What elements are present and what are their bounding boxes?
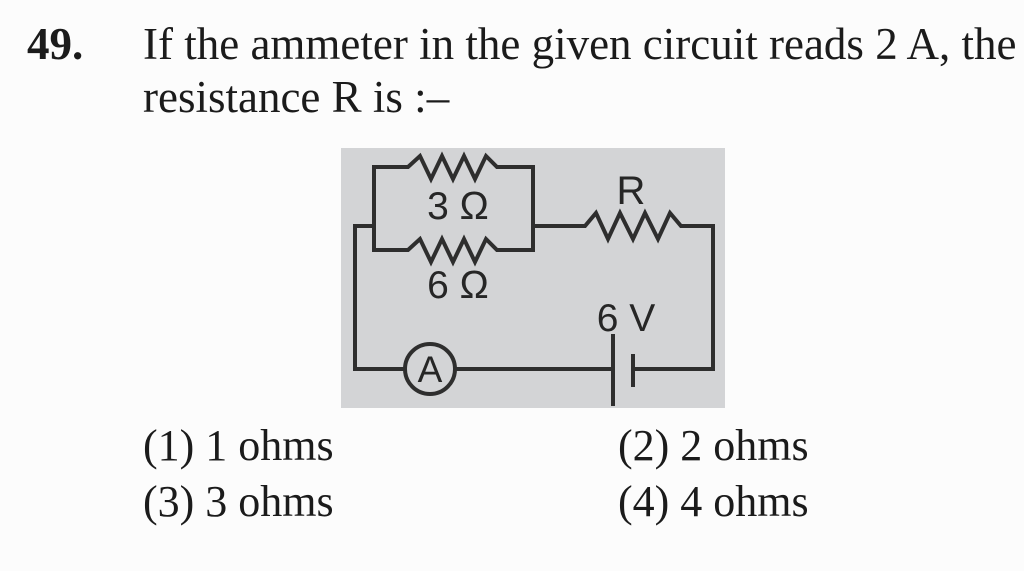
left-loop-wire — [353, 224, 407, 371]
option-4: (4) 4 ohms — [618, 477, 809, 526]
resistor-R-symbol — [531, 208, 715, 244]
question-text: If the ammeter in the given circuit read… — [143, 18, 1016, 124]
battery-voltage-label: 6 V — [597, 297, 656, 340]
option-2: (2) 2 ohms — [618, 421, 809, 470]
ammeter-label: A — [418, 349, 443, 390]
option-1: (1) 1 ohms — [143, 421, 334, 470]
circuit-diagram: A 3 Ω 6 Ω R 6 V — [353, 151, 715, 406]
question-number: 49. — [27, 19, 84, 69]
series-resistor-label: R — [617, 169, 646, 213]
parallel-resistor-bottom-label: 6 Ω — [427, 264, 489, 307]
ammeter-icon — [403, 342, 457, 396]
option-3: (3) 3 ohms — [143, 477, 334, 526]
resistor-6ohm-symbol — [372, 234, 535, 267]
question-line-1: If the ammeter in the given circuit read… — [143, 19, 1017, 69]
circuit-diagram-panel: A 3 Ω 6 Ω R 6 V — [341, 148, 725, 408]
parallel-resistor-top-label: 3 Ω — [427, 185, 489, 228]
question-line-2: resistance R is :– — [143, 72, 450, 122]
resistor-3ohm-symbol — [372, 151, 535, 184]
right-loop-wire — [632, 224, 715, 371]
